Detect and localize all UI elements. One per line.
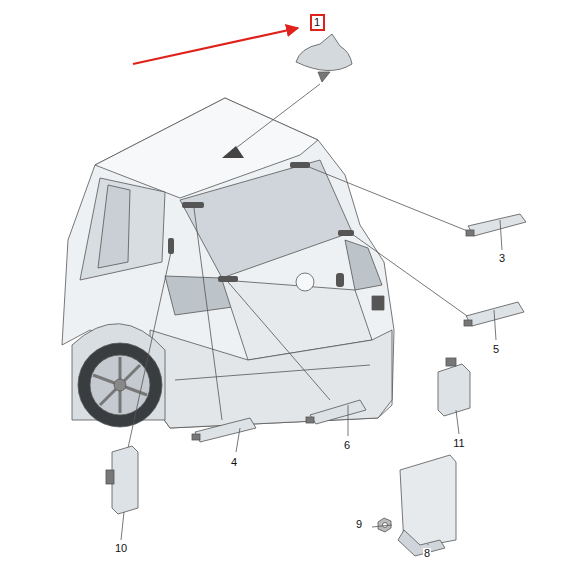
callout-number: 3 [498, 253, 506, 264]
callout-number: 8 [423, 548, 431, 559]
callout-number: 6 [343, 440, 351, 451]
callout-box: 1 [310, 14, 325, 31]
callout-number: 1 [314, 17, 320, 28]
callout-number: 5 [492, 344, 500, 355]
callout-number: 4 [230, 457, 238, 468]
callout-number: 11 [452, 438, 465, 449]
callout-number: 9 [355, 519, 363, 530]
callout-number: 10 [114, 543, 128, 554]
